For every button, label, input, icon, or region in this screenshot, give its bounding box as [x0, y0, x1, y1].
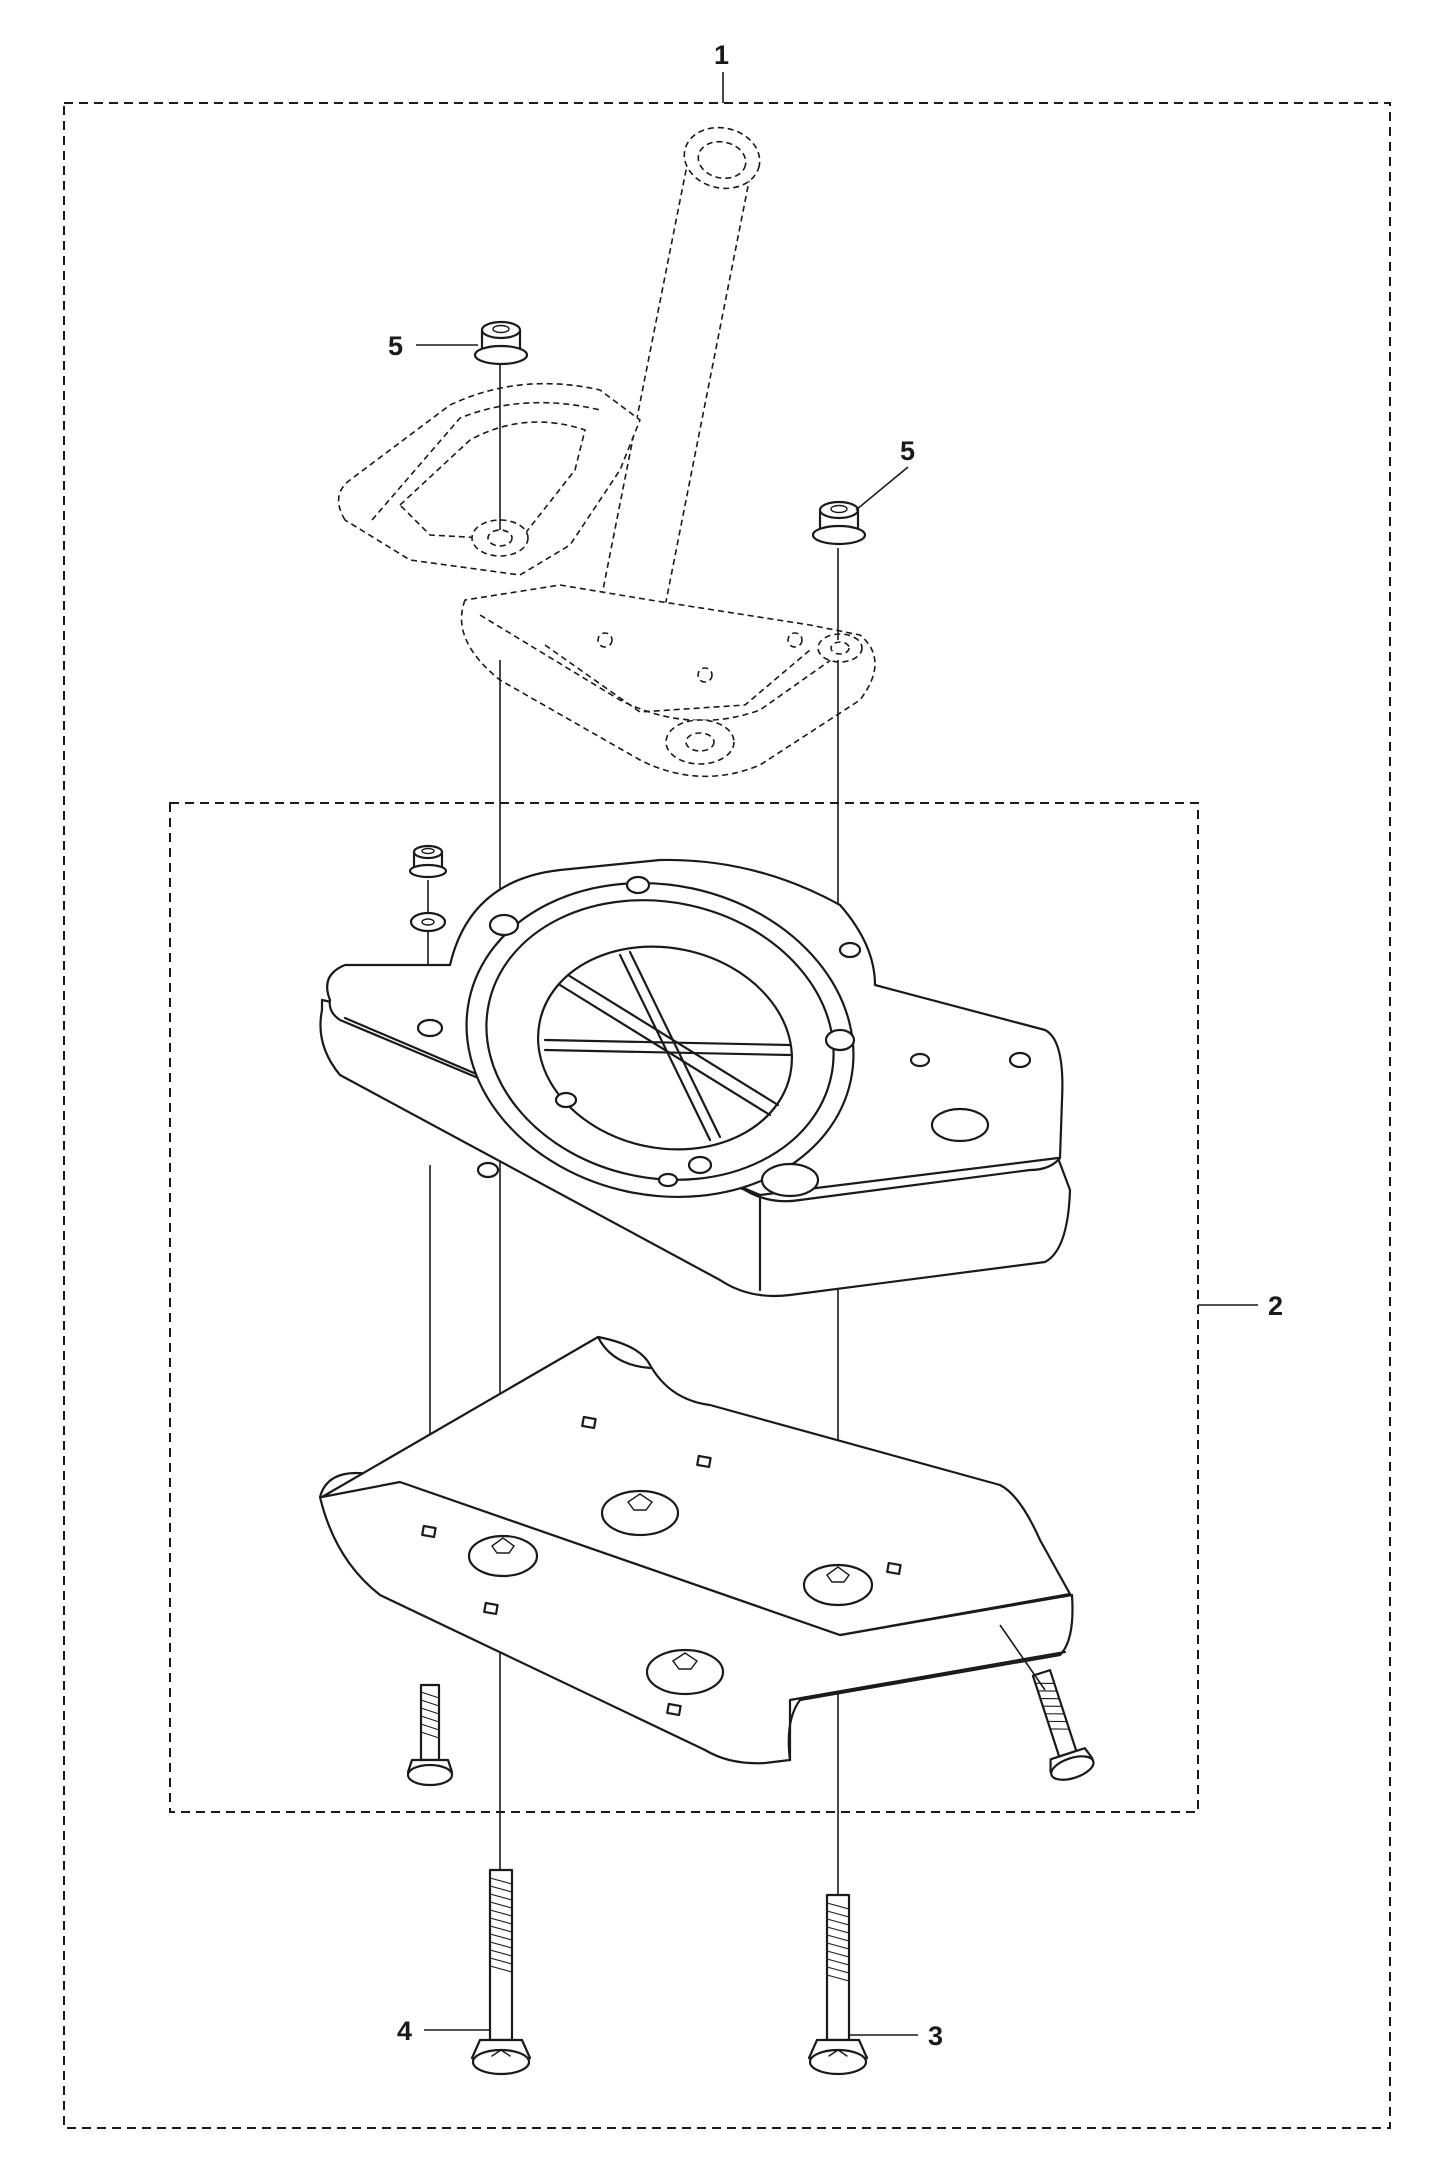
short-screw-left — [406, 1683, 454, 1787]
long-bolt-4 — [470, 1868, 532, 2076]
base-plate — [319, 858, 1072, 1298]
assembly-frame-2 — [169, 802, 1199, 1813]
callout-2: 2 — [1268, 1291, 1283, 1321]
wear-shoe — [318, 1335, 1074, 1765]
flange-nut-left — [473, 320, 529, 366]
callout-5-left: 5 — [388, 331, 403, 361]
small-nut — [408, 844, 448, 879]
handle-tube-assembly — [337, 126, 876, 778]
leader-5-right — [855, 466, 909, 511]
guide-line-angled-screw — [999, 1624, 1046, 1691]
angled-screw-right — [1031, 1669, 1095, 1781]
callout-1: 1 — [714, 40, 729, 70]
assembly-frame-1 — [63, 102, 1391, 2129]
flange-nut-right — [811, 500, 867, 546]
callout-3: 3 — [928, 2021, 943, 2051]
callout-5-right: 5 — [900, 436, 915, 466]
washer — [409, 911, 447, 933]
callout-4: 4 — [397, 2016, 412, 2046]
bolt-3 — [807, 1893, 869, 2076]
